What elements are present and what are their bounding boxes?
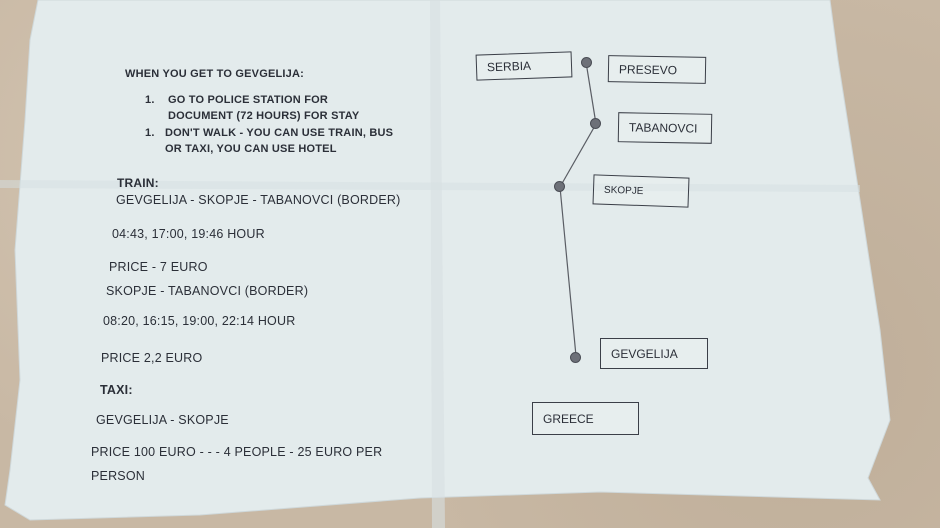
taxi-price: PRICE 100 EURO - - - 4 PEOPLE - 25 EURO … <box>91 445 383 483</box>
taxi-route: GEVGELIJA - SKOPJE <box>96 413 229 427</box>
map-label-skopje: SKOPJE <box>603 184 644 197</box>
route-line-tabanovci-skopje <box>559 123 597 188</box>
train-times-1: 04:43, 17:00, 19:46 HOUR <box>112 227 265 241</box>
map-box-gevgelija: GEVGELIJA <box>600 338 708 369</box>
train-route-2: SKOPJE - TABANOVCI (BORDER) <box>106 284 309 298</box>
map-box-tabanovci: TABANOVCI <box>617 112 713 144</box>
map-label-serbia: SERBIA <box>486 58 532 75</box>
map-label-greece: GREECE <box>543 411 594 426</box>
item-1-number: 1. <box>145 94 155 106</box>
item-2-number: 1. <box>145 127 155 139</box>
map-label-presevo: PRESEVO <box>618 61 678 77</box>
map-dot-gevgelija <box>570 352 581 363</box>
item-1-text: GO TO POLICE STATION FOR DOCUMENT (72 HO… <box>168 94 360 122</box>
map-dot-tabanovci <box>590 118 601 129</box>
item-2-text: DON'T WALK - YOU CAN USE TRAIN, BUS OR T… <box>165 127 394 155</box>
train-route-1: GEVGELIJA - SKOPJE - TABANOVCI (BORDER) <box>116 193 401 207</box>
taxi-label: TAXI: <box>100 383 133 397</box>
map-box-skopje: SKOPJE <box>592 174 690 208</box>
train-price-2: PRICE 2,2 EURO <box>101 351 203 365</box>
route-line-presevo-tabanovci <box>585 61 597 125</box>
map-box-presevo: PRESEVO <box>607 55 707 84</box>
train-times-2: 08:20, 16:15, 19:00, 22:14 HOUR <box>103 314 296 328</box>
train-price-1: PRICE - 7 EURO <box>109 260 208 274</box>
route-line-skopje-gevgelija <box>559 186 577 357</box>
map-box-greece: GREECE <box>532 402 639 435</box>
map-label-tabanovci: TABANOVCI <box>628 120 698 136</box>
map-box-serbia: SERBIA <box>475 51 573 81</box>
train-label: TRAIN: <box>117 176 159 190</box>
note-heading: WHEN YOU GET TO GEVGELIJA: <box>125 68 304 80</box>
map-dot-skopje <box>554 181 565 192</box>
map-dot-presevo <box>581 57 592 68</box>
map-label-gevgelija: GEVGELIJA <box>611 346 678 361</box>
